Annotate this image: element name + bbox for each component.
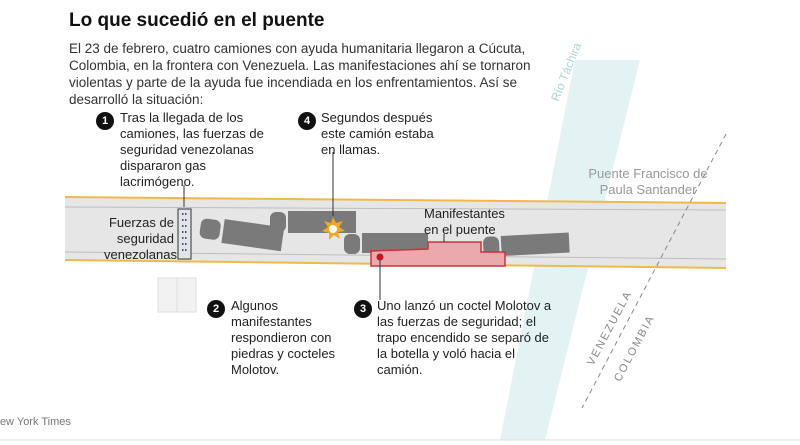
step-3-text: Uno lanzó un coctel Molotov a las fuerza…	[377, 298, 552, 377]
step-1-text: Tras la llegada de los camiones, las fue…	[120, 110, 264, 189]
security-forces-label: Fuerzas de seguridad venezolanas	[104, 215, 177, 262]
truck-burning	[270, 211, 356, 233]
step-2-badge: 2	[207, 300, 225, 318]
step-4-text: Segundos después este camión estaba en l…	[321, 110, 434, 157]
intro-text: El 23 de febrero, cuatro camiones con ay…	[69, 41, 531, 107]
truck	[344, 233, 428, 254]
road-edge-top	[64, 196, 727, 204]
credit: New York Times	[0, 416, 71, 428]
security-forces-block	[177, 208, 192, 260]
truck	[199, 218, 285, 252]
page-title: Lo que sucedió en el puente	[69, 10, 325, 31]
step-1-badge: 1	[96, 112, 114, 130]
lane-line	[64, 206, 727, 211]
protesters-label: Manifestantes en el puente	[424, 206, 505, 237]
border-line	[581, 133, 727, 409]
step-4-badge: 4	[298, 112, 316, 130]
step-2-text: Algunos manifestantes respondieron con p…	[231, 298, 336, 377]
molotov-origin	[376, 253, 384, 261]
step-3-badge: 3	[354, 300, 372, 318]
protester-area	[370, 241, 506, 267]
bridge-label: Puente Francisco de Paula Santander	[588, 166, 708, 197]
